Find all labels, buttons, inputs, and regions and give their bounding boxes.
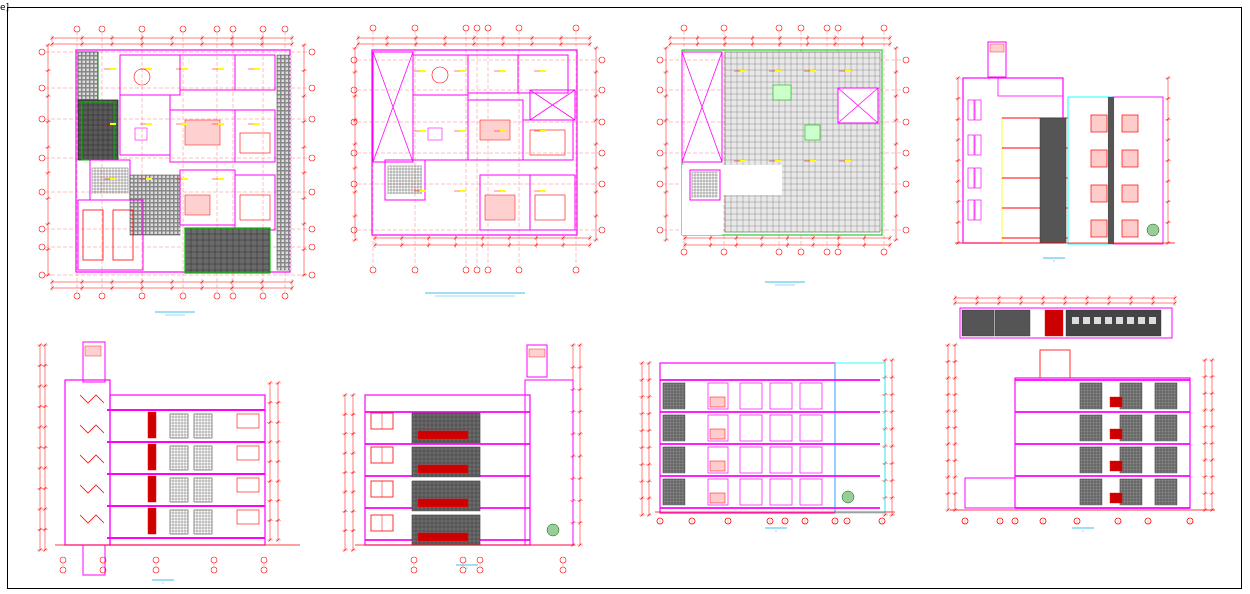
section-dd bbox=[945, 295, 1215, 532]
plan-ground bbox=[38, 25, 316, 316]
section-bb bbox=[342, 343, 583, 574]
plan-roof bbox=[656, 24, 910, 286]
drawing-frame bbox=[7, 7, 1242, 589]
section-aa bbox=[37, 341, 300, 584]
elevation-front bbox=[955, 41, 1175, 262]
section-cc bbox=[639, 358, 895, 532]
plan-typical bbox=[350, 24, 606, 297]
corner-tag: e] bbox=[0, 3, 10, 13]
